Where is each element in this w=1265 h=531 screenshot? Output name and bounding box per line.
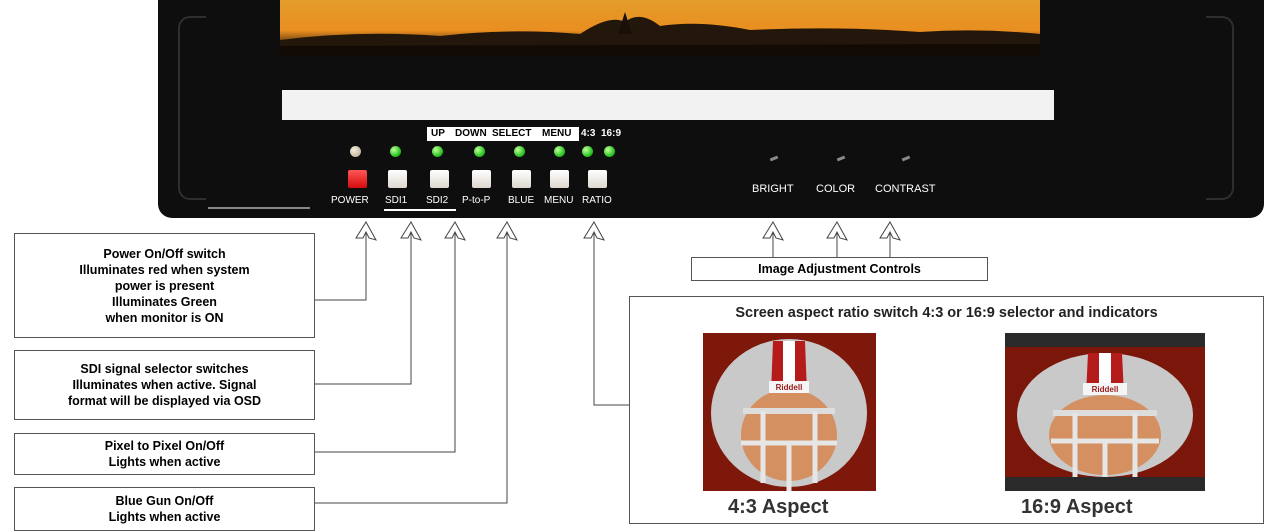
p2p-button[interactable] bbox=[472, 170, 491, 188]
label-up: UP bbox=[431, 128, 445, 139]
sdi1-label: SDI1 bbox=[385, 195, 408, 206]
osd-bar bbox=[282, 90, 1054, 120]
menu-led bbox=[554, 146, 565, 157]
contrast-label: CONTRAST bbox=[875, 183, 936, 195]
bright-label: BRIGHT bbox=[752, 183, 794, 195]
ratio-43-led bbox=[582, 146, 593, 157]
bezel-curve-left bbox=[178, 16, 206, 200]
label-16-9: 16:9 bbox=[601, 128, 622, 139]
aspect-title: Screen aspect ratio switch 4:3 or 16:9 s… bbox=[735, 305, 1158, 321]
blue-label: BLUE bbox=[508, 195, 535, 206]
sdi2-button[interactable] bbox=[430, 170, 449, 188]
image-adjust-callout: Image Adjustment Controls bbox=[691, 257, 988, 281]
aspect-panel: Screen aspect ratio switch 4:3 or 16:9 s… bbox=[629, 296, 1264, 524]
sdi2-led bbox=[432, 146, 443, 157]
power-button[interactable] bbox=[348, 170, 367, 188]
power-led bbox=[350, 146, 361, 157]
power-label: POWER bbox=[331, 195, 369, 206]
top-label-background bbox=[427, 127, 579, 141]
aspect-4-3-caption: 4:3 Aspect bbox=[728, 496, 829, 518]
menu-label: MENU bbox=[544, 195, 574, 206]
blue-callout: Blue Gun On/Off Lights when active bbox=[14, 487, 315, 531]
sdi2-label: SDI2 bbox=[426, 195, 449, 206]
ratio-label: RATIO bbox=[582, 195, 612, 206]
p2p-callout: Pixel to Pixel On/Off Lights when active bbox=[14, 433, 315, 475]
sdi1-led bbox=[390, 146, 401, 157]
monitor-bezel: UP DOWN SELECT MENU 4:3 16:9 POWER SDI1 … bbox=[158, 0, 1264, 218]
sdi1-button[interactable] bbox=[388, 170, 407, 188]
aspect-4-3-image: Riddell bbox=[703, 333, 876, 491]
sdi-underline bbox=[384, 209, 456, 211]
monitor-screen bbox=[280, 0, 1040, 56]
sunset-landscape bbox=[280, 12, 1040, 56]
color-label: COLOR bbox=[816, 183, 856, 195]
aspect-16-9-image: Riddell bbox=[1005, 333, 1205, 491]
ratio-169-led bbox=[604, 146, 615, 157]
blue-button[interactable] bbox=[512, 170, 531, 188]
label-4-3: 4:3 bbox=[581, 128, 596, 139]
p2p-led bbox=[474, 146, 485, 157]
p2p-label: P-to-P bbox=[462, 195, 491, 206]
svg-text:Riddell: Riddell bbox=[776, 383, 803, 392]
label-select: SELECT bbox=[492, 128, 532, 139]
svg-text:Riddell: Riddell bbox=[1092, 385, 1119, 394]
blue-led bbox=[514, 146, 525, 157]
ratio-button[interactable] bbox=[588, 170, 607, 188]
aspect-16-9-caption: 16:9 Aspect bbox=[1021, 496, 1133, 518]
power-callout: Power On/Off switch Illuminates red when… bbox=[14, 233, 315, 338]
label-menu: MENU bbox=[542, 128, 572, 139]
bezel-curve-right bbox=[1206, 16, 1234, 200]
label-down: DOWN bbox=[455, 128, 487, 139]
sdi-callout: SDI signal selector switches Illuminates… bbox=[14, 350, 315, 420]
menu-button[interactable] bbox=[550, 170, 569, 188]
